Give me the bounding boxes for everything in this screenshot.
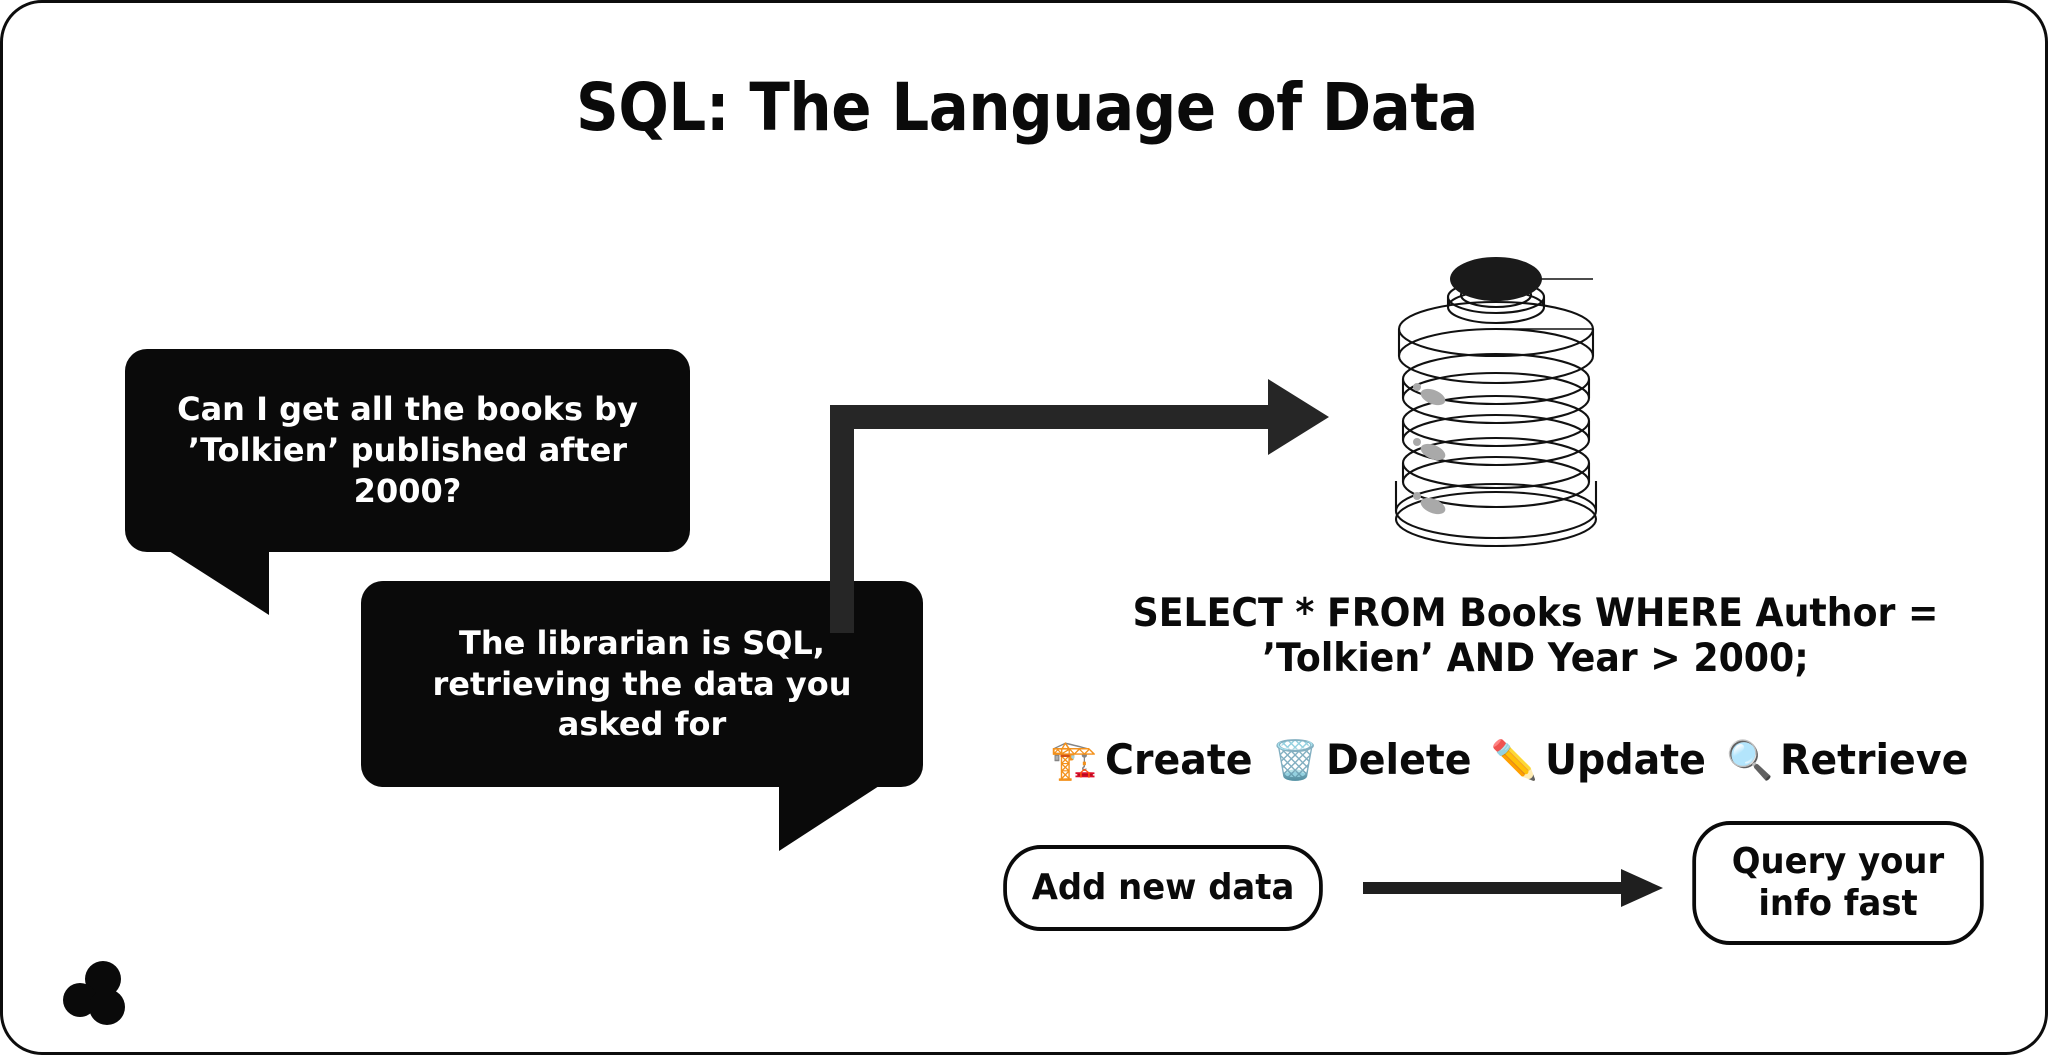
speech-bubble-question-text: Can I get all the books by ’Tolkien’ pub… [177,390,638,510]
crud-operations-row: 🏗️ Create 🗑️ Delete ✏️ Update 🔍 Retrieve [1043,735,1988,784]
magnifying-glass-icon: 🔍 [1726,737,1774,782]
arrow-right-icon [1363,869,1663,907]
crud-label-retrieve: Retrieve [1780,735,1969,784]
database-stack-illustration [1394,257,1598,548]
speech-bubble-answer-text: The librarian is SQL, retrieving the dat… [432,623,852,744]
speech-bubble-answer: The librarian is SQL, retrieving the dat… [361,581,923,851]
crud-label-create: Create [1104,735,1253,784]
pill-add-new-data[interactable]: Add new data [1003,845,1323,931]
speech-bubble-answer-tail [779,786,913,851]
crud-item-delete: 🗑️ Delete [1271,735,1480,784]
pill-query-your-info-fast[interactable]: Query your info fast [1692,821,1984,945]
speech-bubble-question: Can I get all the books by ’Tolkien’ pub… [125,349,690,615]
sql-query-text: SELECT * FROM Books WHERE Author = ’Tolk… [1132,591,1939,682]
speech-bubble-question-tail [133,551,269,615]
wastebasket-icon: 🗑️ [1271,737,1319,782]
building-construction-icon: 🏗️ [1050,737,1098,782]
page-title: SQL: The Language of Data [576,69,1478,146]
crud-item-create: 🏗️ Create [1050,735,1261,784]
crud-item-update: ✏️ Update [1491,735,1716,784]
pencil-icon: ✏️ [1490,737,1538,782]
pill-row: Add new data Query your info fast [993,821,1993,949]
crud-label-update: Update [1544,735,1706,784]
elbow-arrow-right-icon [830,379,1329,633]
crud-item-retrieve: 🔍 Retrieve [1726,735,1981,784]
crud-label-delete: Delete [1325,735,1472,784]
three-dot-cluster-logo [63,961,125,1025]
